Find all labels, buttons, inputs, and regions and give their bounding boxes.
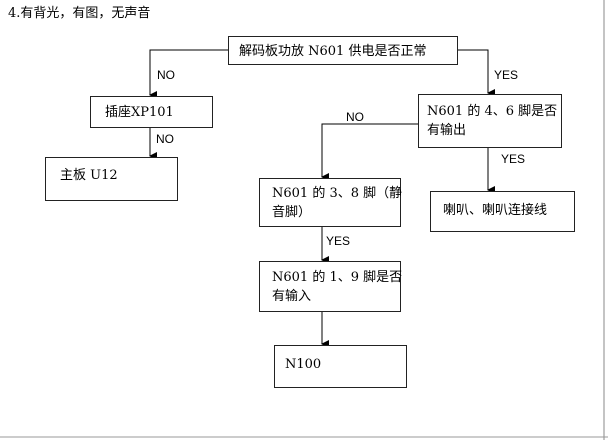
edge-label-no-2: NO bbox=[156, 132, 174, 146]
edge-power-to-n601-46 bbox=[458, 49, 495, 97]
page-title: 4.有背光，有图，无声音 bbox=[8, 6, 151, 21]
edge-n601-46-to-38 bbox=[321, 123, 418, 181]
node-speaker: 喇叭、喇叭连接线 bbox=[430, 191, 575, 232]
node-n601-46: N601 的 4、6 脚是否 有输出 bbox=[418, 94, 562, 148]
node-speaker-text: 喇叭、喇叭连接线 bbox=[443, 203, 548, 218]
edge-label-yes-3: YES bbox=[326, 234, 351, 248]
node-n100: N100 bbox=[274, 345, 407, 388]
node-n100-text: N100 bbox=[285, 357, 322, 372]
node-socket-text: 插座XP101 bbox=[105, 105, 174, 120]
node-n601-46-line2: 有输出 bbox=[427, 123, 467, 138]
node-decoder-power: 解码板功放 N601 供电是否正常 bbox=[228, 36, 458, 65]
edge-label-no-3: NO bbox=[346, 110, 364, 124]
node-n601-38-line2: 音脚） bbox=[272, 205, 312, 220]
edge-label-no-1: NO bbox=[157, 68, 175, 82]
node-n601-19-line1: N601 的 1、9 脚是否 bbox=[272, 270, 403, 285]
edge-label-yes-1: YES bbox=[494, 68, 519, 82]
node-n601-38-line1: N601 的 3、8 脚（静 bbox=[272, 186, 403, 201]
node-n601-19: N601 的 1、9 脚是否 有输入 bbox=[259, 261, 403, 312]
node-mainboard-text: 主板 U12 bbox=[60, 168, 118, 183]
node-socket: 插座XP101 bbox=[90, 96, 213, 128]
node-decoder-power-text: 解码板功放 N601 供电是否正常 bbox=[239, 44, 427, 59]
node-n601-46-line1: N601 的 4、6 脚是否 bbox=[427, 104, 558, 119]
node-n601-38: N601 的 3、8 脚（静 音脚） bbox=[259, 178, 403, 227]
node-mainboard: 主板 U12 bbox=[45, 157, 178, 201]
node-n601-19-line2: 有输入 bbox=[272, 289, 312, 304]
edge-label-yes-2: YES bbox=[501, 152, 526, 166]
edge-power-to-socket bbox=[149, 49, 228, 99]
